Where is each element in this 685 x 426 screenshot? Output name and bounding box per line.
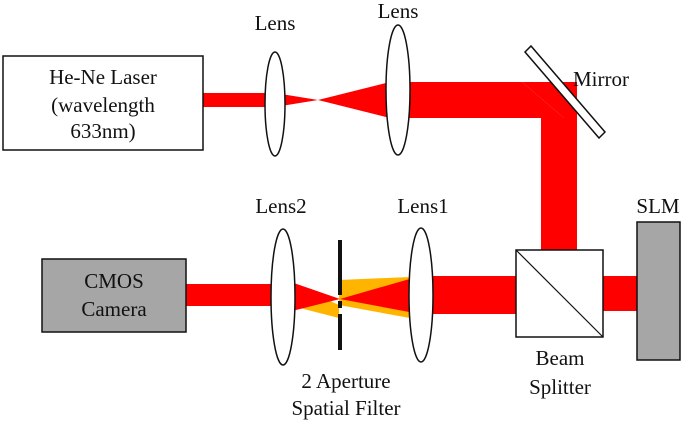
lens-top-right <box>385 24 411 156</box>
beam-to-lens1 <box>420 276 516 314</box>
beam-laser-output <box>203 93 275 107</box>
beam-to-slm <box>603 276 637 311</box>
mirror <box>523 44 607 140</box>
beam-splitter-label-line1: Beam <box>536 346 585 370</box>
lens2 <box>270 228 296 366</box>
laser-label-line2: (wavelength <box>51 93 155 117</box>
beam-splitter-diagonal <box>515 249 604 338</box>
cmos-camera-box <box>41 258 187 333</box>
beam-splitter-label-line2: Splitter <box>529 375 591 399</box>
slm-label: SLM <box>636 194 680 218</box>
lens-top-left-label: Lens <box>255 11 296 35</box>
spatial-filter-label-line2: Spatial Filter <box>291 396 400 420</box>
slm-device <box>636 221 681 361</box>
mirror-label: Mirror <box>573 67 629 91</box>
lens-top-left <box>264 51 286 157</box>
beam-focus-top <box>275 82 390 118</box>
lens2-label: Lens2 <box>255 194 306 218</box>
camera-label-line1: CMOS <box>84 269 144 293</box>
he-ne-laser-box <box>2 55 204 151</box>
laser-label-line1: He-Ne Laser <box>49 65 157 89</box>
lens-top-right-label: Lens <box>378 0 419 23</box>
lens1-label: Lens1 <box>397 194 448 218</box>
beam-expanded-top <box>390 82 564 118</box>
beam-vertical <box>522 82 577 250</box>
beam-focus-bottom <box>288 276 420 314</box>
laser-label-line3: 633nm) <box>70 119 135 143</box>
camera-label-line2: Camera <box>81 297 147 321</box>
spatial-filter-label-line1: 2 Aperture <box>301 369 390 393</box>
beam-to-camera <box>186 284 286 306</box>
lens1 <box>408 227 434 363</box>
